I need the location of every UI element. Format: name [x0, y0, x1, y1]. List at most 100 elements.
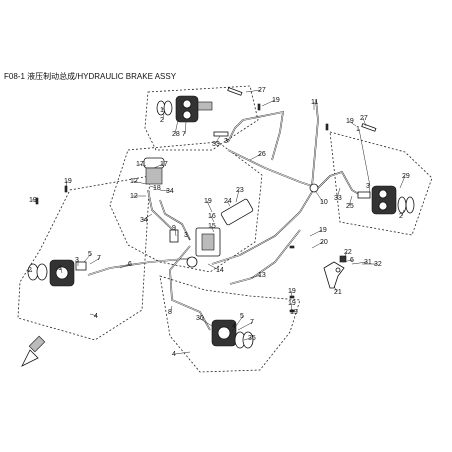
leader-line: [245, 89, 262, 93]
callout-label: 19: [346, 118, 354, 125]
callout-label: 34: [166, 188, 174, 195]
callout-label: 3: [224, 138, 228, 145]
leader-line: [142, 213, 153, 221]
callout-label: 26: [258, 151, 266, 158]
callout-label: 28: [172, 131, 180, 138]
caliper-piston: [378, 189, 388, 199]
callout-label: 9: [172, 225, 176, 232]
leader-line: [225, 137, 228, 142]
callout-label: 35: [248, 335, 256, 342]
leader-line: [343, 251, 348, 259]
leader-line: [198, 317, 213, 327]
callout-label: 2: [160, 117, 164, 124]
frame-front-right-caliper: [329, 131, 433, 236]
leader-line: [83, 253, 92, 263]
brake-pad-right-b: [405, 196, 415, 214]
bolt: [289, 295, 295, 299]
callout-label: 12: [130, 193, 138, 200]
leader-line: [290, 290, 293, 297]
callout-label: 19: [319, 227, 327, 234]
callout-label: 4: [172, 351, 176, 358]
callout-label: 19: [204, 198, 212, 205]
leader-line: [226, 200, 231, 207]
brake-bracket: [220, 198, 254, 226]
callout-label: 4: [232, 323, 236, 330]
leader-line: [290, 302, 293, 311]
leader-line: [174, 227, 177, 237]
leader-line: [261, 99, 276, 107]
bolts: [35, 103, 329, 313]
callout-label: 15: [208, 223, 216, 230]
leader-line: [184, 121, 187, 135]
callout-label: 10: [320, 199, 328, 206]
brake-lines: [87, 99, 363, 331]
caliper-bracket: [197, 101, 213, 111]
callout-label: 19: [29, 197, 37, 204]
leader-line: [362, 117, 367, 127]
callout-label: 6: [350, 257, 354, 264]
caliper-piston: [182, 110, 192, 120]
callout-label: 24: [224, 198, 232, 205]
callout-label: 1: [356, 126, 360, 133]
banjo-fitting: [213, 131, 229, 137]
callout-label: 3: [75, 257, 79, 264]
leader-line: [333, 285, 338, 293]
callout-label: 2: [399, 213, 403, 220]
callout-label: 8: [168, 309, 172, 316]
callout-label: 25: [346, 203, 354, 210]
callout-label: 7: [97, 255, 101, 262]
leader-lines: [30, 89, 406, 355]
rear-right-caliper-group: [211, 319, 254, 349]
leader-line: [235, 189, 240, 203]
callout-label: 7: [182, 131, 186, 138]
brake-pad-left-b: [163, 100, 173, 116]
caliper-piston: [217, 326, 231, 340]
banjo-fitting: [75, 261, 87, 271]
callout-label: 16: [208, 213, 216, 220]
rear-pad-d: [242, 331, 254, 349]
master-cylinder-group: [143, 157, 254, 268]
leader-line: [132, 180, 147, 185]
callout-label: 6: [128, 261, 132, 268]
frame-rear-right: [159, 275, 301, 373]
brake-pad-right-a: [397, 196, 407, 214]
leader-line: [249, 274, 262, 279]
callout-label: 31: [364, 259, 372, 266]
leader-line: [249, 153, 262, 161]
front-arrow-icon: [21, 335, 46, 367]
callout-label: 5: [240, 313, 244, 320]
callout-label: 27: [258, 87, 266, 94]
rear-pad-b: [36, 263, 48, 281]
callout-label: 19: [272, 97, 280, 104]
master-cylinder-bore: [201, 233, 215, 251]
pedal-spring: [339, 255, 347, 263]
callout-label: 2: [28, 267, 32, 274]
leader-line: [174, 351, 191, 355]
leader-line: [368, 185, 371, 195]
leader-line: [89, 313, 98, 317]
leader-line: [119, 263, 132, 269]
leader-line: [214, 135, 221, 145]
leader-line: [207, 263, 220, 271]
leader-line: [149, 185, 157, 189]
brake-pedal: [323, 261, 345, 289]
leader-line: [30, 269, 33, 273]
callout-labels: 27 19 1 2 28 7 33 3 26 11 19 27 1 29 3 3…: [28, 87, 410, 358]
callout-label: 1: [58, 265, 62, 272]
leader-line: [358, 128, 371, 187]
callout-label: 19: [290, 309, 298, 316]
bolt: [289, 245, 295, 249]
callout-label: 17: [160, 161, 168, 168]
leader-line: [170, 305, 173, 313]
caliper-piston: [182, 99, 192, 109]
brake-pedal-group: [323, 255, 347, 289]
leader-line: [206, 200, 213, 213]
callout-label: 33: [334, 195, 342, 202]
leader-line: [65, 180, 68, 191]
bleed-screw: [227, 87, 243, 96]
callout-label: 18: [153, 185, 161, 192]
callout-label: 19: [64, 178, 72, 185]
fitting: [169, 229, 179, 243]
pedal-pivot: [335, 267, 341, 273]
callout-label: 19: [288, 300, 296, 307]
